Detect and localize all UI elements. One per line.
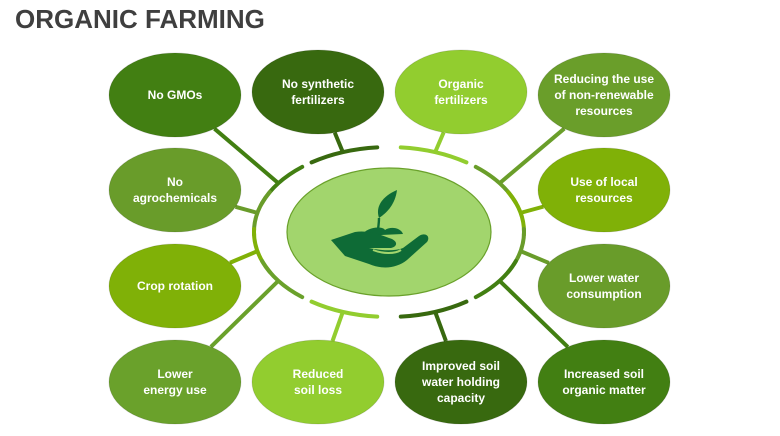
node-label: Improved soil (422, 359, 500, 373)
node-use-of-local-resources: Use of local resources (537, 147, 671, 233)
node-ellipse (108, 52, 242, 138)
node-label: organic matter (562, 383, 646, 397)
hand-holding-plant-icon (331, 190, 429, 268)
connector-line (209, 279, 280, 349)
node-label: No GMOs (148, 88, 203, 102)
connector-line (332, 131, 345, 153)
ring-segment (473, 259, 518, 300)
node-label: energy use (143, 383, 207, 397)
node-improved-soil-water: Improved soil water holding capacity (394, 339, 528, 425)
node-label: Use of local (570, 175, 637, 189)
node-label: water holding (421, 375, 500, 389)
node-label: resources (575, 191, 633, 205)
node-ellipse (108, 339, 242, 425)
node-ellipse (251, 339, 385, 425)
connector-line (213, 127, 280, 185)
node-organic-fertilizers: Organic fertilizers (394, 49, 528, 135)
connector-line (234, 204, 258, 215)
node-reducing-non-renewable: Reducing the use of non-renewable resource… (537, 52, 671, 138)
ring-segment (309, 299, 380, 319)
node-label: agrochemicals (133, 191, 217, 205)
node-ellipse (537, 147, 671, 233)
node-label: Crop rotation (137, 279, 213, 293)
node-ellipse (537, 243, 671, 329)
node-label: soil loss (294, 383, 342, 397)
connector-line (498, 279, 570, 349)
ring-segment (398, 299, 469, 319)
node-label: Reduced (293, 367, 344, 381)
ring-segment (252, 190, 272, 237)
node-ellipse (537, 52, 671, 138)
node-no-agrochemicals: No agrochemicals (108, 147, 242, 233)
node-reduced-soil-loss: Reduced soil loss (251, 339, 385, 425)
ring-segment (252, 227, 272, 274)
node-label: Lower water (569, 271, 639, 285)
connector-line (433, 311, 448, 342)
node-label: resources (575, 104, 633, 118)
dashed-ring (252, 145, 526, 319)
connector-line (330, 311, 345, 342)
ring-segment (506, 227, 526, 274)
node-increased-soil-organic-matter: Increased soil organic matter (537, 339, 671, 425)
node-crop-rotation: Crop rotation (108, 243, 242, 329)
node-label: Reducing the use (554, 72, 654, 86)
nodes: No GMOs No synthetic fertilizers Organic fer… (108, 49, 671, 425)
node-ellipse (537, 339, 671, 425)
node-label: of non-renewable (554, 88, 654, 102)
node-ellipse (251, 49, 385, 135)
page-title: ORGANIC FARMING (15, 4, 265, 34)
node-label: Lower (157, 367, 193, 381)
node-ellipse (108, 147, 242, 233)
connectors (209, 127, 570, 349)
connector-line (520, 204, 544, 215)
node-label: No (167, 175, 183, 189)
node-ellipse (394, 339, 528, 425)
connector-line (519, 249, 550, 265)
node-no-synthetic-fertilizers: No synthetic fertilizers (251, 49, 385, 135)
connector-line (433, 131, 446, 153)
node-no-gmos: No GMOs (108, 52, 242, 138)
connector-line (229, 249, 259, 265)
ring-segment (260, 259, 305, 300)
node-label: Increased soil (564, 367, 644, 381)
node-label: fertilizers (434, 93, 488, 107)
ring-segment (398, 145, 469, 165)
node-label: No synthetic (282, 77, 354, 91)
node-label: consumption (566, 287, 641, 301)
ring-segment (309, 145, 380, 165)
node-ellipse (108, 243, 242, 329)
connector-line (498, 127, 566, 185)
node-ellipse (394, 49, 528, 135)
node-lower-energy-use: Lower energy use (108, 339, 242, 425)
node-lower-water-consumption: Lower water consumption (537, 243, 671, 329)
node-label: Organic (438, 77, 484, 91)
ring-segment (506, 190, 526, 237)
node-label: fertilizers (291, 93, 345, 107)
node-label: capacity (437, 391, 485, 405)
